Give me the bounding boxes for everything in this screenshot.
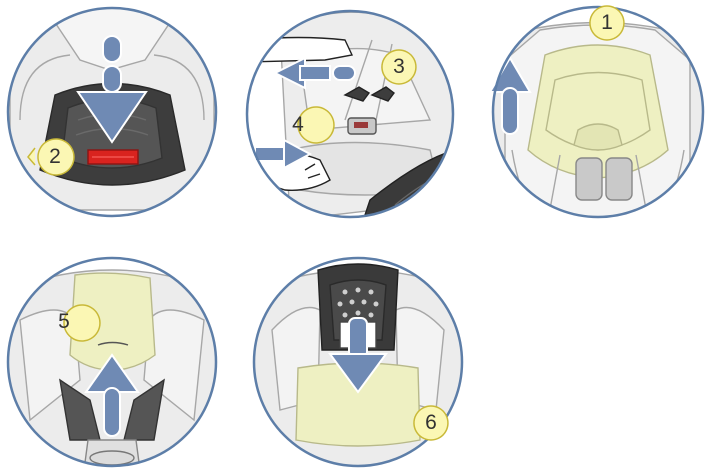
callout-1-label: 1 bbox=[590, 6, 624, 40]
callout-2-label: 2 bbox=[38, 140, 72, 174]
panel-headrest-insert bbox=[8, 258, 216, 470]
callout-3-label: 3 bbox=[382, 50, 416, 84]
callout-4-label: 4 bbox=[281, 108, 315, 142]
callout-5-label: 5 bbox=[47, 305, 81, 339]
panel-harness-pull bbox=[247, 11, 460, 230]
panel-harness-adjuster bbox=[0, 0, 224, 220]
callout-6-label: 6 bbox=[414, 406, 448, 440]
